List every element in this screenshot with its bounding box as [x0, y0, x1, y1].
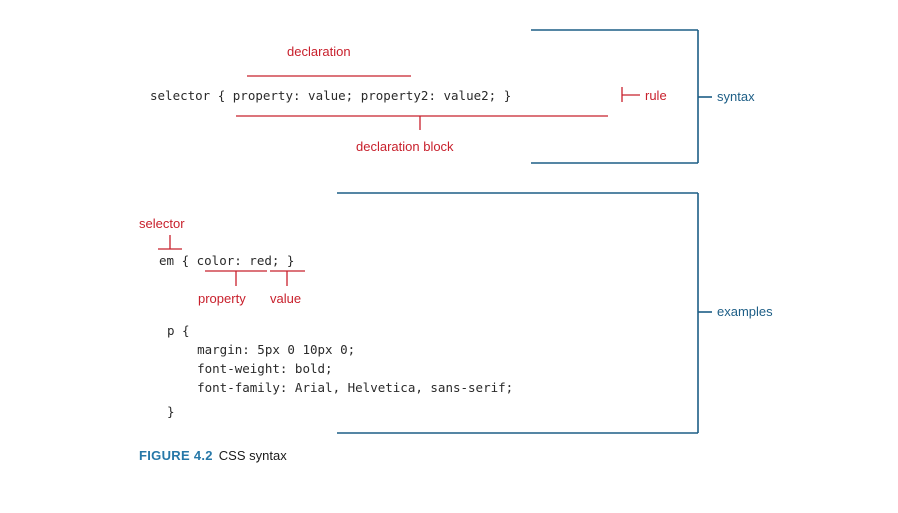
p-example-line-4: font-family: Arial, Helvetica, sans-seri…	[167, 380, 514, 395]
rule-marker	[621, 87, 640, 102]
property-marker	[205, 270, 267, 286]
examples-bracket	[337, 192, 712, 434]
property-label: property	[198, 291, 246, 306]
syntax-bracket	[531, 29, 712, 164]
figure-caption: FIGURE 4.2 CSS syntax	[139, 448, 287, 463]
declaration-block-label: declaration block	[356, 139, 454, 154]
declaration-label: declaration	[287, 44, 351, 59]
selector-label: selector	[139, 216, 185, 231]
syntax-label: syntax	[717, 89, 755, 104]
em-example-line: em { color: red; }	[159, 253, 295, 268]
declaration-block-bracket	[236, 115, 608, 130]
p-example-line-5: }	[167, 404, 175, 419]
value-label: value	[270, 291, 302, 306]
figure-title: CSS syntax	[218, 448, 287, 463]
selector-marker	[158, 235, 182, 250]
value-marker	[270, 270, 305, 286]
syntax-code-line: selector { property: value; property2: v…	[150, 88, 512, 103]
examples-label: examples	[717, 304, 773, 319]
p-example-line-2: margin: 5px 0 10px 0;	[167, 342, 356, 357]
p-example-line-3: font-weight: bold;	[167, 361, 333, 376]
figure-number: FIGURE 4.2	[139, 448, 213, 463]
rule-label: rule	[645, 88, 667, 103]
p-example-line-1: p {	[167, 323, 190, 338]
